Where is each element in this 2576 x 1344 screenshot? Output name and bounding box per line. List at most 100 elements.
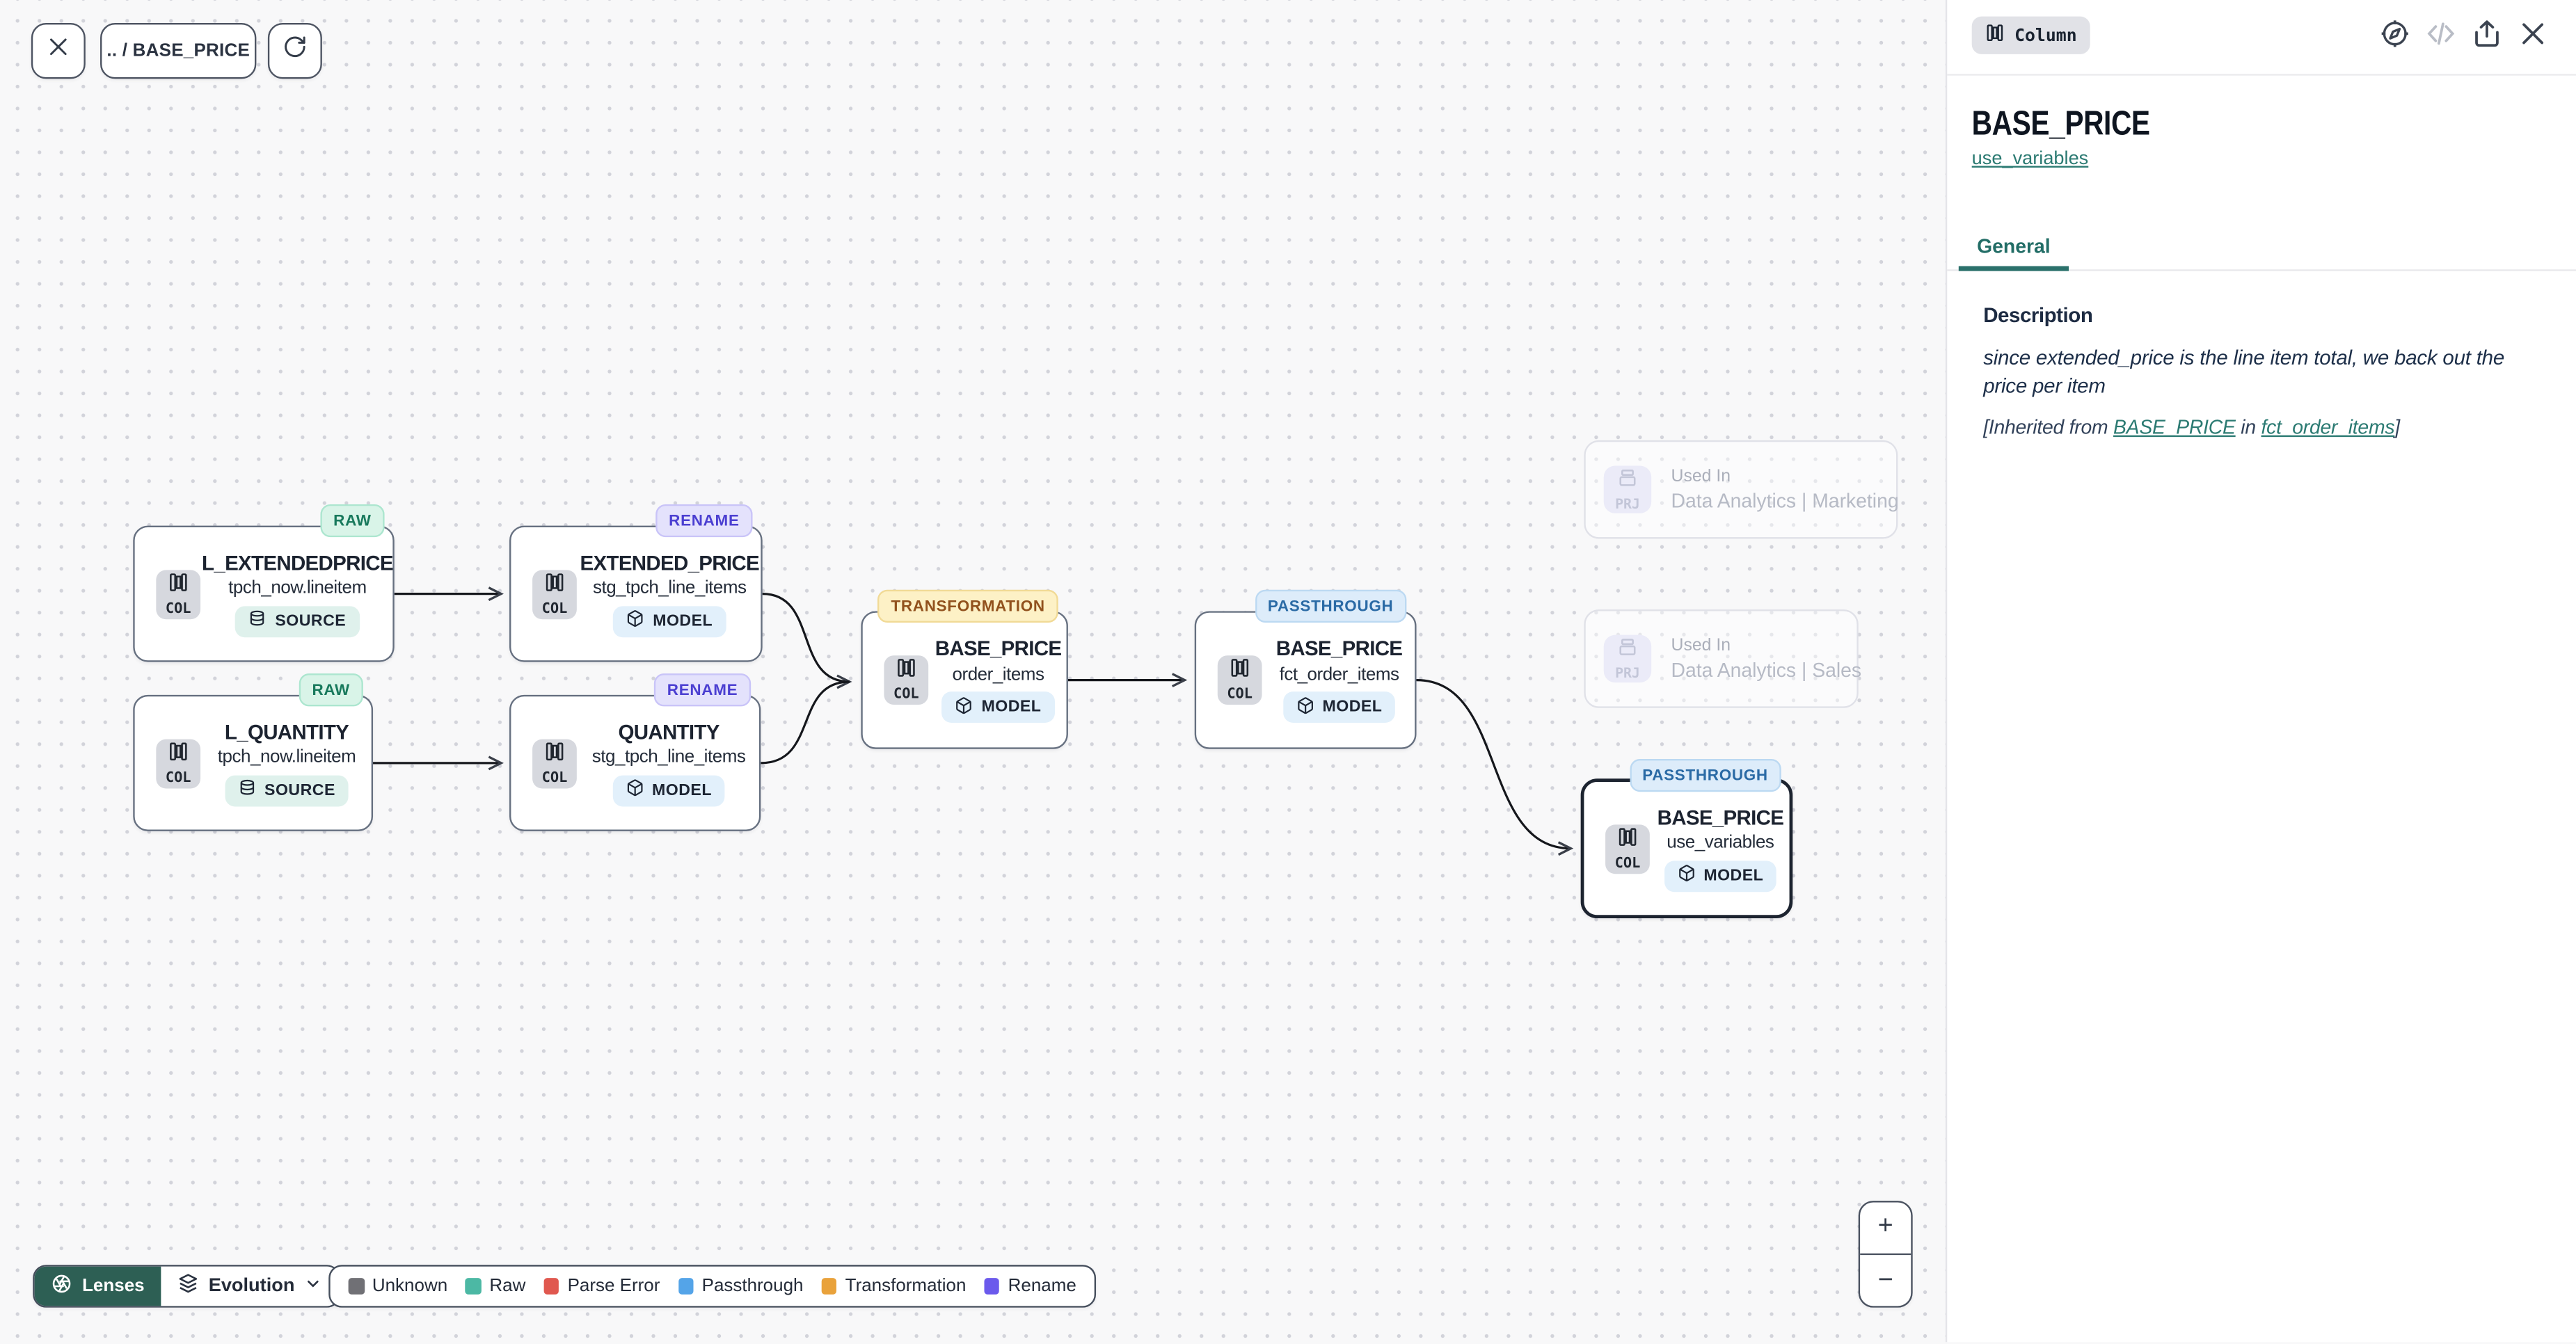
project-kind-chip: PRJ: [1603, 465, 1652, 513]
columns-icon: [1617, 826, 1639, 856]
columns-icon: [544, 740, 566, 770]
used-in-project: Data Analytics | Marketing: [1671, 489, 1899, 513]
lenses-button[interactable]: Lenses: [34, 1266, 161, 1306]
columns-icon: [1985, 21, 2005, 51]
lineage-node-base-price-fct-order-items[interactable]: PASSTHROUGH COL BASE_PRICE fct_order_ite…: [1194, 589, 1417, 749]
node-type-chip: MODEL: [1664, 860, 1777, 892]
lens-mode-dropdown[interactable]: Evolution: [161, 1266, 340, 1306]
used-in-label: Used In: [1671, 635, 1731, 656]
used-in-project: Data Analytics | Sales: [1671, 658, 1862, 682]
column-kind-chip: COL: [1217, 655, 1262, 705]
node-subtitle: tpch_now.lineitem: [217, 747, 356, 767]
column-kind-chip: COL: [884, 655, 929, 705]
lenses-control: Lenses Evolution: [33, 1265, 341, 1308]
lens-legend: Unknown Raw Parse Error Passthrough Tran…: [328, 1265, 1097, 1308]
used-in-card-sales[interactable]: PRJ Used In Data Analytics | Sales: [1584, 609, 1861, 708]
breadcrumb-label: .. / BASE_PRICE: [106, 41, 251, 61]
legend-swatch: [821, 1278, 837, 1295]
zoom-out-button[interactable]: −: [1877, 1265, 1893, 1294]
lineage-node-l-quantity[interactable]: RAW COL L_QUANTITY tpch_now.lineitem SOU…: [133, 673, 374, 831]
lenses-label: Lenses: [82, 1276, 145, 1297]
chevron-down-icon: [305, 1274, 323, 1297]
zoom-controls: + −: [1858, 1201, 1913, 1308]
column-kind-chip: COL: [532, 569, 577, 619]
column-kind-chip: COL: [156, 569, 201, 619]
lineage-node-l-extendedprice[interactable]: RAW COL L_EXTENDEDPRICE tpch_now.lineite…: [133, 504, 395, 662]
panel-title: BASE_PRICE: [1971, 105, 2150, 143]
compass-icon: [2378, 18, 2410, 58]
legend-item: Unknown: [348, 1277, 447, 1296]
edge-type-badge: TRANSFORMATION: [877, 589, 1058, 623]
node-title: BASE_PRICE: [1657, 806, 1784, 829]
node-subtitle: tpch_now.lineitem: [228, 578, 367, 598]
cube-icon: [626, 609, 644, 632]
legend-item: Rename: [984, 1277, 1076, 1296]
cube-icon: [626, 778, 644, 801]
legend-item: Transformation: [821, 1277, 966, 1296]
share-button[interactable]: [2470, 20, 2502, 54]
edge: [761, 680, 850, 765]
close-icon: [46, 35, 70, 67]
column-kind-chip: COL: [532, 738, 577, 788]
lineage-node-base-price-order-items[interactable]: TRANSFORMATION COL BASE_PRICE order_item…: [861, 589, 1068, 749]
node-subtitle: stg_tpch_line_items: [592, 578, 747, 598]
node-title: QUANTITY: [618, 720, 719, 744]
description-label: Description: [1983, 303, 2093, 327]
column-kind-chip: COL: [1605, 824, 1650, 874]
aperture-icon: [51, 1273, 72, 1299]
project-icon: [1617, 637, 1639, 666]
legend-swatch: [984, 1278, 1000, 1295]
node-title: L_EXTENDEDPRICE: [202, 551, 393, 575]
tab-general[interactable]: General: [1958, 225, 2069, 271]
node-title: BASE_PRICE: [935, 637, 1062, 661]
inherited-column-link[interactable]: BASE_PRICE: [2113, 415, 2236, 439]
columns-icon: [168, 571, 189, 601]
description-text: since extended_price is the line item to…: [1983, 346, 2505, 398]
used-in-card-marketing[interactable]: PRJ Used In Data Analytics | Marketing: [1584, 440, 1899, 539]
columns-icon: [168, 740, 189, 770]
database-icon: [249, 609, 267, 632]
entity-type-chip: Column: [1971, 16, 2090, 54]
inherited-note: [Inherited from BASE_PRICE in fct_order_…: [1983, 415, 2400, 439]
close-panel-button[interactable]: [2515, 22, 2548, 54]
edge-type-badge: RAW: [299, 673, 363, 707]
lineage-node-quantity[interactable]: RENAME COL QUANTITY stg_tpch_line_items …: [509, 673, 761, 831]
edge-type-badge: RAW: [320, 504, 385, 538]
columns-icon: [544, 571, 566, 601]
legend-item: Raw: [466, 1277, 525, 1296]
cube-icon: [1678, 864, 1696, 887]
node-subtitle: fct_order_items: [1279, 664, 1399, 685]
breadcrumb[interactable]: .. / BASE_PRICE: [100, 23, 257, 79]
close-icon: [2516, 18, 2547, 58]
explore-lineage-button[interactable]: [2378, 20, 2410, 54]
zoom-in-button[interactable]: +: [1877, 1213, 1893, 1241]
close-lineage-button[interactable]: [31, 23, 86, 79]
edge-type-badge: RENAME: [653, 673, 752, 707]
legend-swatch: [678, 1278, 694, 1295]
lineage-node-base-price-use-variables[interactable]: PASSTHROUGH COL BASE_PRICE use_variables…: [1580, 758, 1793, 919]
code-icon: [2424, 18, 2456, 58]
panel-tabs: General: [1947, 225, 2576, 271]
detail-panel: Column BASE_PRICE use_variables General …: [1945, 0, 2576, 1343]
project-kind-chip: PRJ: [1603, 634, 1652, 683]
share-icon: [2470, 18, 2502, 58]
legend-swatch: [543, 1278, 559, 1295]
edge: [762, 593, 852, 689]
node-type-chip: SOURCE: [235, 605, 360, 637]
node-title: EXTENDED_PRICE: [580, 551, 760, 575]
node-type-chip: SOURCE: [225, 774, 349, 806]
edge: [1416, 679, 1574, 856]
model-link[interactable]: use_variables: [1971, 149, 2089, 170]
node-title: BASE_PRICE: [1275, 637, 1403, 661]
legend-swatch: [466, 1278, 482, 1295]
refresh-button[interactable]: [267, 23, 322, 79]
view-code-button[interactable]: [2424, 22, 2456, 54]
node-type-chip: MODEL: [1282, 691, 1396, 723]
node-subtitle: order_items: [952, 664, 1044, 685]
node-subtitle: use_variables: [1667, 833, 1774, 853]
lineage-node-extended-price[interactable]: RENAME COL EXTENDED_PRICE stg_tpch_line_…: [509, 504, 763, 662]
inherited-model-link[interactable]: fct_order_items: [2261, 415, 2395, 439]
cube-icon: [1296, 696, 1314, 719]
project-icon: [1617, 467, 1639, 497]
